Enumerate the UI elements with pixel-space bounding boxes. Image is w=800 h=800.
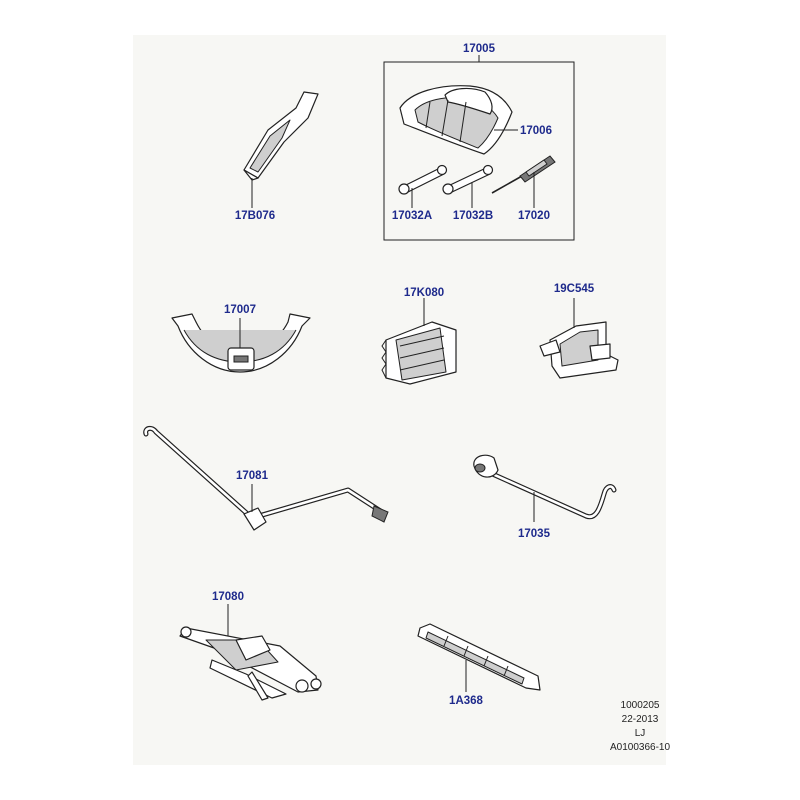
cover-drawing [381,321,457,385]
wrench-b-drawing [442,164,494,195]
label-17007: 17007 [224,304,256,316]
label-17k080: 17K080 [404,287,444,299]
label-17032b: 17032B [453,210,493,222]
lever-drawing [417,623,541,691]
label-19c545: 19C545 [554,283,595,295]
label-17080: 17080 [212,591,244,603]
holder-drawing [539,321,619,379]
handle-drawing [143,425,389,531]
footer-reference: A0100366-10 [610,742,670,753]
label-17032a: 17032A [392,210,432,222]
footer-initials: LJ [635,728,646,739]
label-17081: 17081 [236,470,269,482]
label-17035: 17035 [518,528,551,540]
jack-drawing [179,626,322,701]
label-17005: 17005 [463,43,496,55]
wrench-a-drawing [398,164,448,195]
strap-drawing [171,313,311,373]
bracket-drawing [243,91,319,181]
footer-date: 22-2013 [622,714,659,725]
tool-roll-drawing [399,85,513,155]
label-1a368: 1A368 [449,695,483,707]
screwdriver-drawing [491,155,556,194]
label-17020: 17020 [518,210,550,222]
label-17006: 17006 [520,125,552,137]
label-17b076: 17B076 [235,210,275,222]
brace-drawing [473,454,617,520]
footer-drawing-number: 1000205 [621,700,660,711]
